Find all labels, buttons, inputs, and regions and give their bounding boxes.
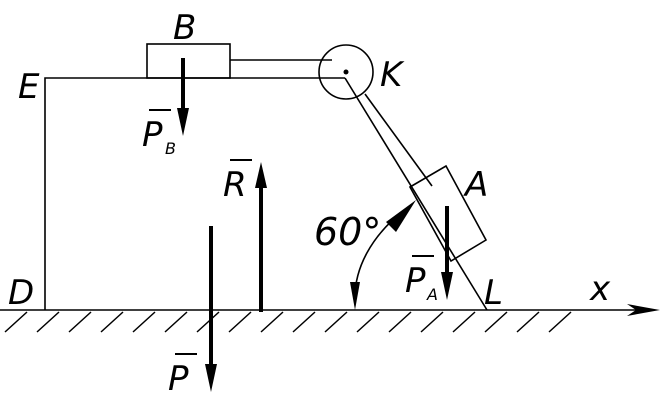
load-b <box>146 43 231 79</box>
label-pb: P <box>142 115 163 155</box>
label-e: E <box>18 67 40 107</box>
label-r: R <box>223 165 247 205</box>
x-axis-arrowhead <box>627 304 660 316</box>
block-outline <box>44 77 345 310</box>
angle-label: 60° <box>314 210 381 254</box>
force-p-arrowhead <box>205 364 217 392</box>
label-l: L <box>484 273 503 313</box>
ground-hatching <box>4 311 572 333</box>
label-pa: P <box>405 261 426 301</box>
force-pa-arrowhead <box>441 272 453 300</box>
pulley-axle <box>343 69 349 75</box>
pulley-k <box>318 44 374 100</box>
load-a <box>408 164 488 263</box>
label-pb-subscript: B <box>165 139 176 158</box>
label-a: A <box>463 165 488 205</box>
label-k: K <box>380 55 405 95</box>
angle-arrowhead-top <box>386 200 416 232</box>
incline-inner-edge <box>364 93 433 187</box>
angle-arrowhead-bottom <box>350 282 360 310</box>
label-d: D <box>8 273 34 313</box>
label-x: x <box>589 269 611 309</box>
incline-outer-edge <box>344 77 488 311</box>
label-pa-subscript: A <box>426 285 438 304</box>
label-b: B <box>173 8 196 48</box>
force-r-arrowhead <box>255 162 267 188</box>
force-pb-arrowhead <box>177 108 189 136</box>
label-p: P <box>168 359 189 399</box>
